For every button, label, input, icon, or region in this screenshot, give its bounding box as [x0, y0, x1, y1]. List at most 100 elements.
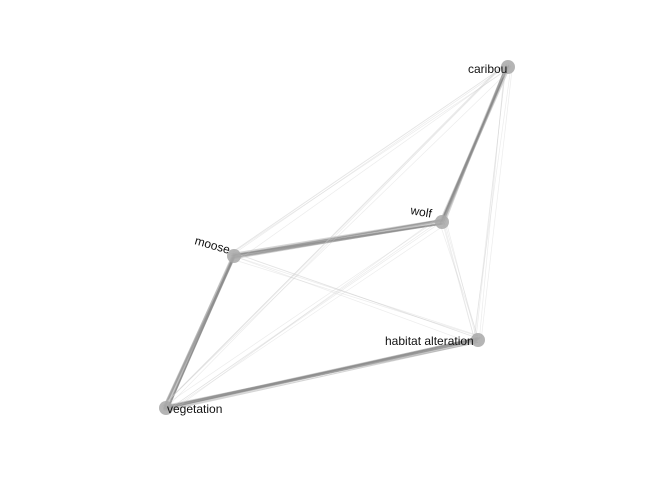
edge-sample-line — [167, 337, 477, 409]
edge-sample-line — [167, 218, 444, 411]
edge-sample-line — [163, 340, 478, 410]
node-vegetation — [159, 401, 173, 415]
edge-sample-line — [441, 64, 510, 222]
edge-sample-line — [475, 65, 507, 337]
edge-sample-line — [439, 66, 509, 222]
edge-sample-line — [234, 223, 445, 258]
edge-sample-line — [167, 257, 235, 409]
edge-sample-line — [234, 219, 441, 258]
node-label-moose: moose — [193, 233, 232, 256]
edge-sample-line — [165, 337, 481, 409]
edge-sample-line — [166, 257, 235, 411]
edge-wolf-moose — [230, 219, 445, 260]
edge-sample-line — [441, 68, 507, 222]
edge-sample-line — [167, 253, 235, 409]
edge-sample-line — [165, 254, 235, 411]
edge-sample-line — [229, 62, 510, 255]
edge-caribou-vegetation — [161, 63, 509, 409]
edge-sample-line — [163, 337, 481, 410]
edge-sample-line — [161, 64, 504, 407]
edge-caribou-moose — [229, 62, 510, 261]
edge-sample-line — [439, 65, 508, 225]
edge-sample-line — [230, 223, 442, 256]
edge-sample-line — [442, 65, 510, 224]
edge-wolf-habitat — [440, 220, 481, 345]
edge-sample-line — [161, 64, 505, 408]
edge-sample-line — [164, 256, 235, 411]
edge-sample-line — [233, 252, 479, 339]
edge-sample-line — [166, 256, 235, 411]
node-label-wolf: wolf — [408, 203, 433, 221]
edge-sample-line — [443, 66, 507, 222]
edge-sample-line — [166, 340, 478, 409]
edge-sample-line — [167, 338, 477, 409]
edge-sample-line — [167, 341, 479, 411]
edge-sample-line — [233, 66, 504, 252]
edge-sample-line — [164, 340, 477, 407]
edge-sample-line — [235, 222, 442, 259]
edge-sample-line — [163, 253, 237, 407]
edge-sample-line — [442, 65, 507, 224]
edge-sample-line — [231, 221, 444, 260]
edge-sample-line — [163, 341, 479, 408]
edge-sample-line — [441, 65, 511, 223]
edge-sample-line — [232, 219, 443, 257]
node-wolf — [435, 215, 449, 229]
edge-sample-line — [440, 225, 481, 345]
edge-sample-line — [234, 220, 442, 255]
edge-caribou-wolf — [439, 64, 511, 225]
node-layer — [159, 60, 515, 415]
edge-sample-line — [169, 216, 440, 414]
edge-sample-line — [442, 220, 475, 337]
edge-sample-line — [163, 337, 478, 409]
edge-sample-line — [473, 67, 507, 343]
edge-sample-line — [167, 255, 236, 410]
edge-sample-line — [163, 220, 444, 413]
edge-sample-line — [166, 254, 236, 411]
edge-moose-habitat — [229, 252, 479, 346]
edge-sample-line — [478, 68, 505, 345]
edge-sample-line — [442, 66, 509, 222]
edge-sample-line — [165, 338, 478, 408]
edge-sample-line — [167, 255, 235, 410]
edge-sample-line — [165, 64, 504, 409]
edge-sample-line — [229, 254, 477, 346]
node-label-habitat-alteration: habitat alteration — [385, 334, 474, 348]
edge-sample-line — [235, 223, 443, 255]
edge-sample-line — [163, 254, 234, 410]
edge-sample-line — [162, 63, 505, 407]
edge-sample-line — [236, 256, 479, 336]
edge-sample-line — [232, 223, 444, 259]
edge-layer — [161, 62, 513, 414]
edge-sample-line — [164, 256, 236, 408]
edge-vegetation-habitat — [163, 337, 481, 411]
edge-sample-line — [480, 67, 513, 343]
edge-sample-line — [442, 222, 475, 340]
edge-sample-line — [163, 257, 233, 407]
edge-wolf-vegetation — [163, 216, 446, 414]
edge-sample-line — [232, 220, 441, 256]
edge-moose-vegetation — [162, 253, 237, 411]
edge-sample-line — [234, 220, 442, 258]
node-label-vegetation: vegetation — [167, 402, 222, 416]
node-label-caribou: caribou — [468, 62, 507, 76]
edge-sample-line — [473, 65, 512, 338]
edge-sample-line — [166, 337, 480, 407]
edge-sample-line — [162, 254, 235, 410]
edge-sample-line — [233, 68, 510, 253]
edge-sample-line — [441, 68, 508, 222]
edge-sample-line — [233, 223, 443, 257]
edge-sample-line — [235, 222, 441, 256]
node-caribou — [501, 60, 515, 74]
edge-sample-line — [234, 66, 506, 254]
edge-sample-line — [232, 219, 443, 256]
edge-sample-line — [439, 65, 509, 224]
edge-caribou-habitat — [473, 65, 513, 345]
edge-sample-line — [166, 219, 438, 404]
edge-sample-line — [167, 338, 478, 407]
edge-sample-line — [163, 255, 235, 411]
edge-sample-line — [164, 253, 236, 407]
edge-sample-line — [165, 339, 479, 408]
edge-sample-line — [164, 338, 480, 411]
